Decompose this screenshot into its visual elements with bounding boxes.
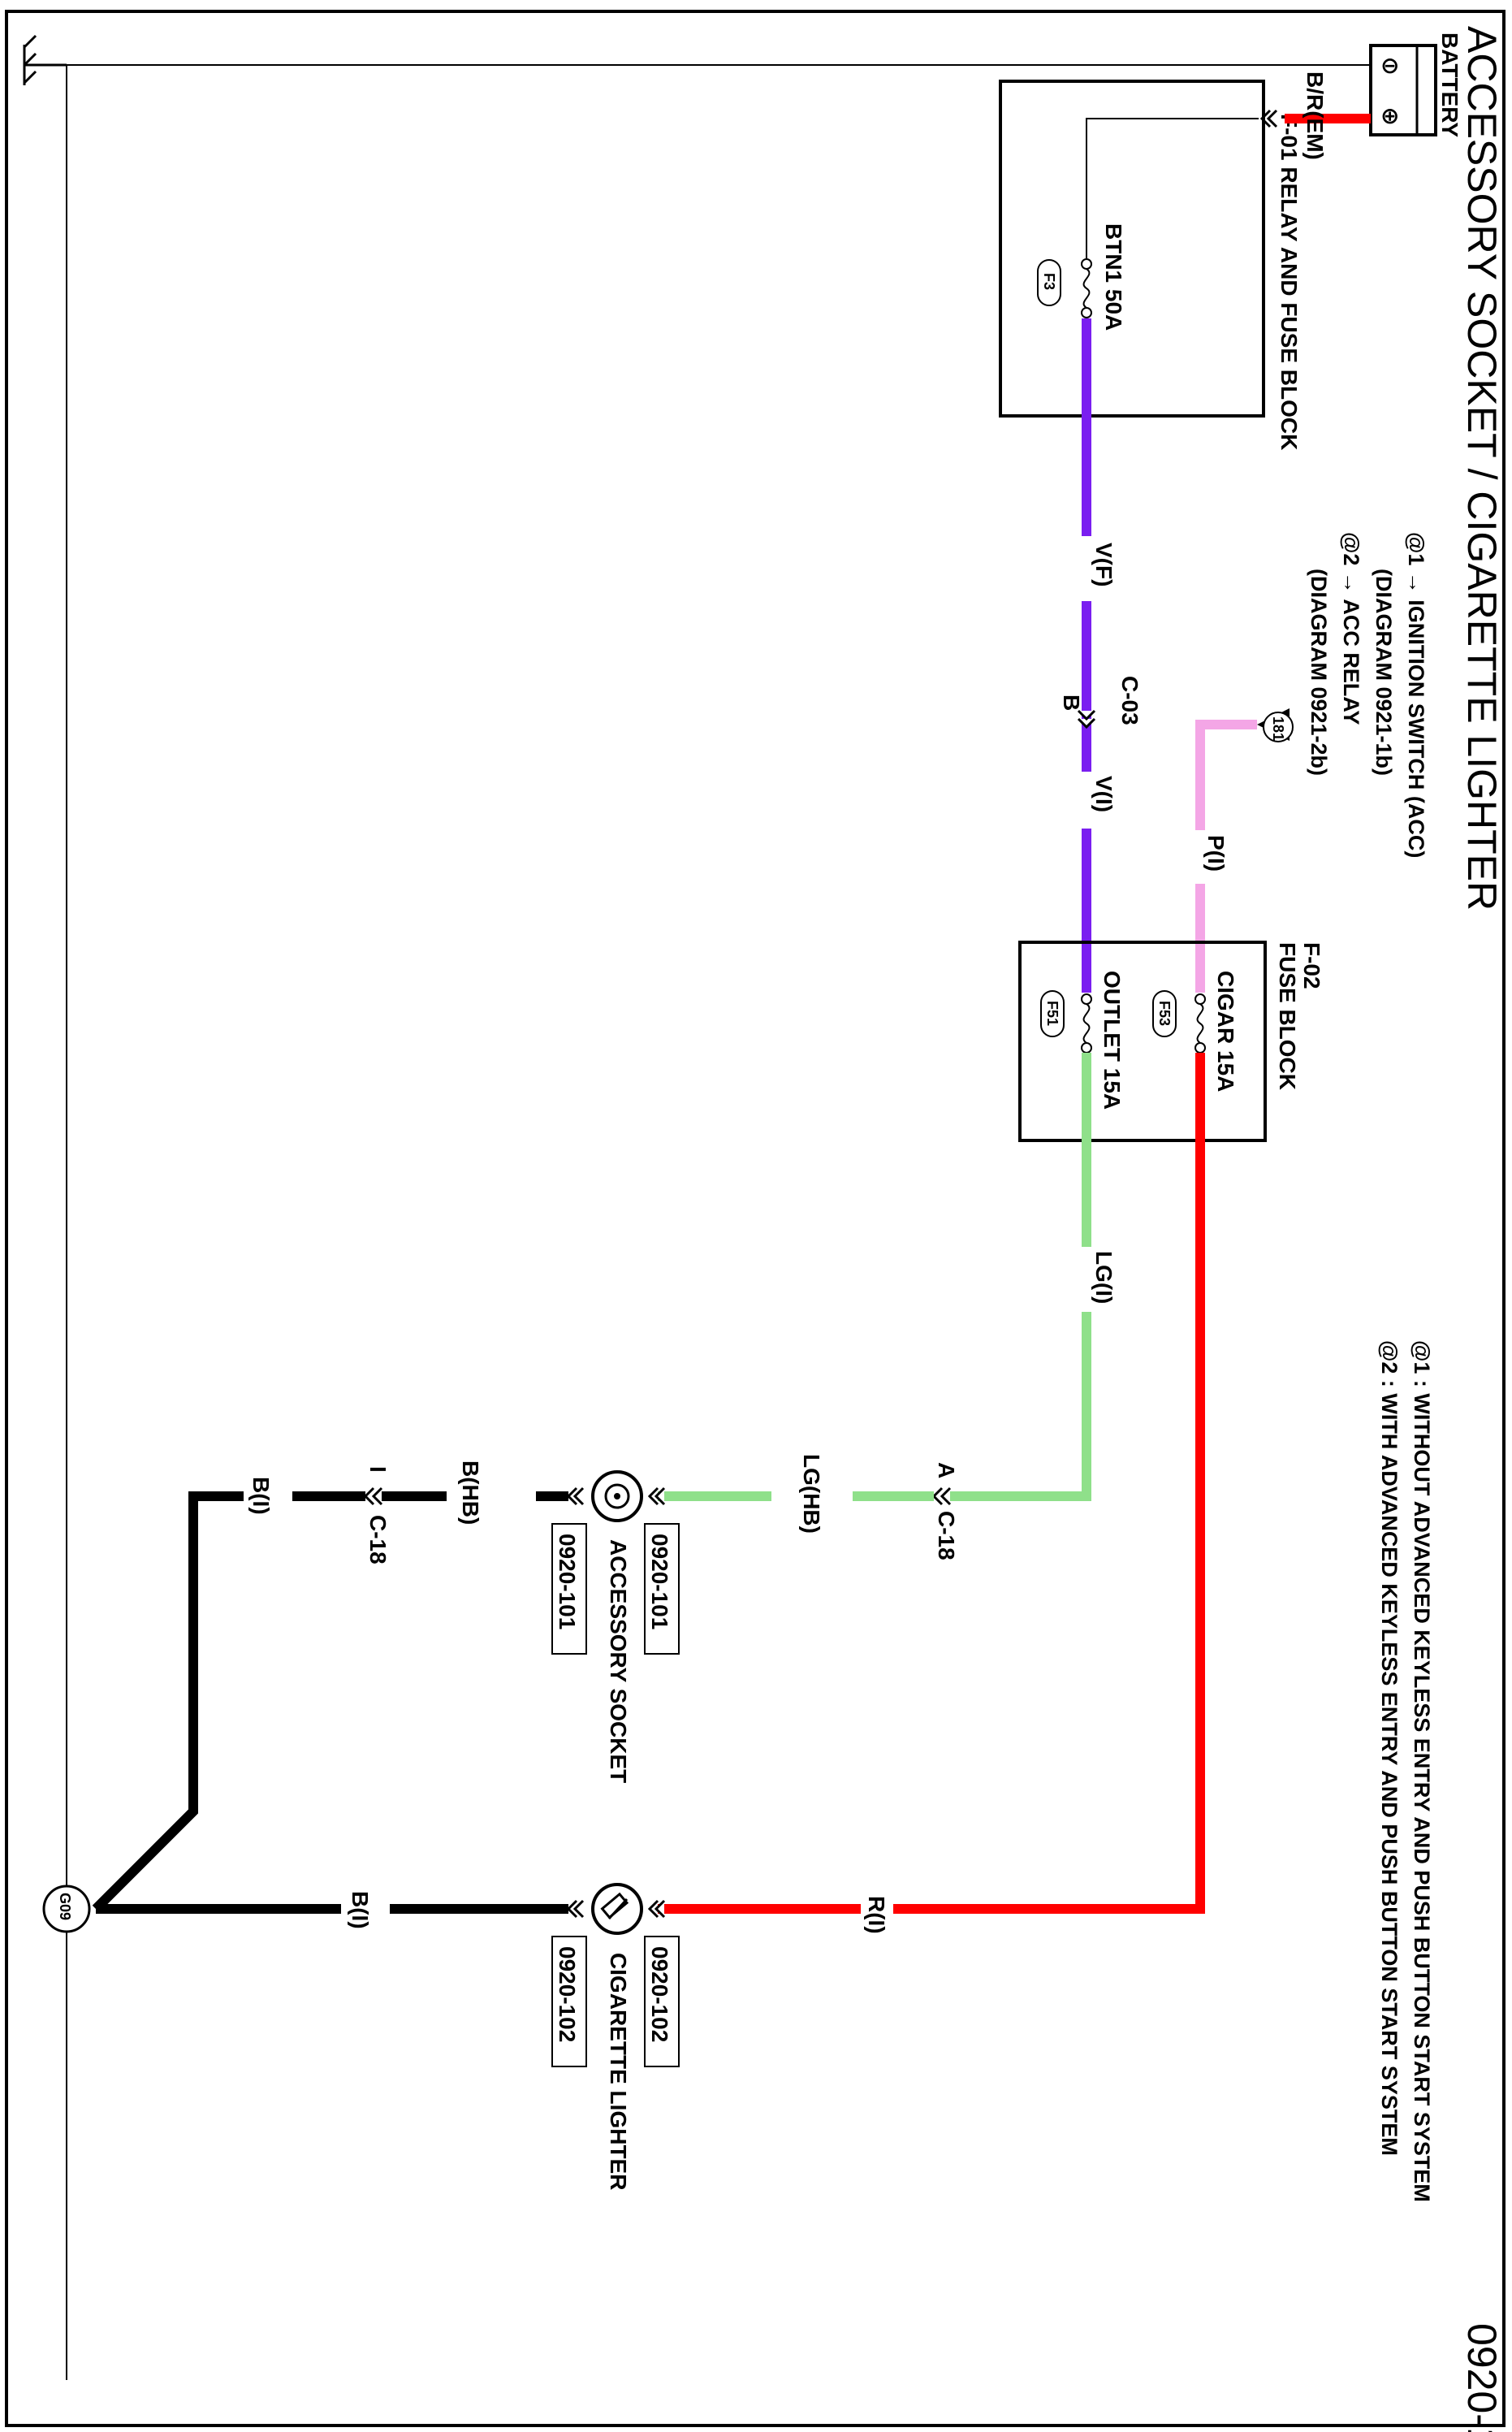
connector-lighter-out-icon bbox=[566, 1899, 585, 1919]
fuse-outlet-label: OUTLET 15A bbox=[1099, 971, 1125, 1110]
battery-label: BATTERY bbox=[1437, 32, 1462, 137]
fuse-cigar-label: CIGAR 15A bbox=[1213, 971, 1238, 1092]
wire-lghb-label: LG(HB) bbox=[799, 1454, 824, 1534]
fuse-btn1-id: F3 bbox=[1041, 273, 1057, 290]
source-ref-badge bbox=[1263, 712, 1294, 742]
connector-icon bbox=[1259, 109, 1278, 128]
accessory-code-top-box bbox=[644, 1523, 680, 1655]
diagram-title: ACCESSORY SOCKET / CIGARETTE LIGHTER bbox=[1459, 26, 1505, 911]
wire-bi-top bbox=[92, 1491, 365, 1913]
fuse-cigar-id-badge bbox=[1152, 990, 1177, 1037]
fuse-cigar-id: F53 bbox=[1156, 1001, 1173, 1026]
source-note-1: @1 → IGNITION SWITCH (ACC) bbox=[1404, 532, 1428, 858]
accessory-socket-icon bbox=[591, 1470, 643, 1522]
wire-ri bbox=[654, 1053, 1205, 1914]
cigarette-lighter-icon bbox=[591, 1883, 643, 1935]
connector-acc-out-icon bbox=[566, 1486, 585, 1506]
connector-c03-icon bbox=[1077, 709, 1096, 729]
f01-internal-wire bbox=[1086, 118, 1259, 264]
accessory-label: ACCESSORY SOCKET bbox=[606, 1539, 631, 1783]
fuse-outlet-icon bbox=[1081, 993, 1092, 1054]
ground-point-g09 bbox=[42, 1885, 91, 1933]
wire-br-em-label: B/R(EM) bbox=[1302, 71, 1328, 160]
fuse-outlet-id: F51 bbox=[1044, 1001, 1061, 1026]
wire-lgi bbox=[950, 1053, 1091, 1501]
connector-c18b-pin: I bbox=[365, 1466, 391, 1473]
fuse-btn1-label: BTN1 50A bbox=[1101, 223, 1126, 331]
wire-bhb-label: B(HB) bbox=[458, 1460, 483, 1525]
lighter-code-top: 0920-102 bbox=[647, 1946, 672, 2042]
note-2: @2 : WITH ADVANCED KEYLESS ENTRY AND PUS… bbox=[1377, 1340, 1402, 2156]
diagram-frame bbox=[5, 10, 1506, 2427]
wire-vf-label: V(F) bbox=[1091, 543, 1117, 586]
battery-icon bbox=[1369, 44, 1437, 136]
connector-c18b-icon bbox=[363, 1486, 383, 1506]
source-note-2: @2 → ACC RELAY bbox=[1339, 532, 1363, 725]
source-ref: 181 bbox=[1270, 716, 1286, 741]
wire-pi-label: P(I) bbox=[1203, 835, 1229, 872]
f01-label: F-01 RELAY AND FUSE BLOCK bbox=[1277, 114, 1302, 450]
source-note-1b: (DIAGRAM 0921-1b) bbox=[1372, 569, 1396, 776]
connector-c18a-label: C-18 bbox=[934, 1511, 959, 1560]
connector-lighter-in-icon bbox=[647, 1899, 666, 1919]
wire-bhb-label-bg bbox=[447, 1482, 536, 1512]
battery-plus-icon: ⊕ bbox=[1380, 103, 1399, 128]
connector-acc-in-icon bbox=[647, 1486, 666, 1506]
accessory-code-bottom: 0920-101 bbox=[555, 1534, 580, 1629]
ground-symbol-icon bbox=[23, 34, 67, 85]
battery-minus-icon: ⊖ bbox=[1380, 53, 1399, 78]
wire-bi-bottom-label: B(I) bbox=[348, 1891, 373, 1929]
connector-c18a-pin: A bbox=[934, 1462, 959, 1478]
wire-ri-label: R(I) bbox=[864, 1896, 889, 1934]
fuse-btn1-id-badge bbox=[1037, 259, 1061, 306]
f02-name: FUSE BLOCK bbox=[1275, 942, 1300, 1090]
relay-fuse-block-f01 bbox=[999, 80, 1265, 418]
f02-id: F-02 bbox=[1299, 942, 1324, 989]
lighter-code-bottom-box bbox=[551, 1936, 587, 2067]
source-note-2b: (DIAGRAM 0921-2b) bbox=[1307, 569, 1331, 776]
fuse-cigar-icon bbox=[1194, 993, 1206, 1054]
wire-pi bbox=[1195, 720, 1257, 993]
wire-pi-label-bg bbox=[1186, 830, 1215, 884]
wire-ri-label-bg bbox=[861, 1893, 893, 1953]
lighter-code-top-box bbox=[644, 1936, 680, 2067]
note-1: @1 : WITHOUT ADVANCED KEYLESS ENTRY AND … bbox=[1410, 1340, 1434, 2202]
fuse-btn1-icon bbox=[1081, 258, 1092, 318]
connector-c18a-icon bbox=[931, 1486, 952, 1506]
wire-vi-label-bg bbox=[1072, 772, 1101, 829]
wire-bi-bottom-label-bg bbox=[341, 1895, 390, 1924]
fuse-block-f02 bbox=[1018, 941, 1267, 1142]
wire-vf-label-bg bbox=[1072, 536, 1101, 601]
ground-point-label: G09 bbox=[57, 1893, 73, 1920]
wire-bi-top-label-bg bbox=[244, 1482, 292, 1512]
lighter-code-bottom: 0920-102 bbox=[555, 1946, 580, 2042]
wire-lgi-label: LG(I) bbox=[1091, 1251, 1117, 1304]
wire-lgi-label-bg bbox=[1072, 1247, 1101, 1312]
lighter-label: CIGARETTE LIGHTER bbox=[606, 1953, 631, 2190]
connector-c18b-label: C-18 bbox=[365, 1515, 391, 1564]
accessory-code-top: 0920-101 bbox=[647, 1534, 672, 1629]
fuse-outlet-id-badge bbox=[1040, 990, 1065, 1037]
diagram-code: 0920-1 bbox=[1459, 2323, 1505, 2432]
accessory-code-bottom-box bbox=[551, 1523, 587, 1655]
wire-lghb-label-bg bbox=[771, 1482, 853, 1512]
wire-bi-top-label: B(I) bbox=[248, 1477, 274, 1515]
connector-c03-pin: B bbox=[1059, 695, 1084, 711]
connector-c03-label: C-03 bbox=[1117, 676, 1143, 725]
wire-vi-label: V(I) bbox=[1091, 776, 1117, 812]
